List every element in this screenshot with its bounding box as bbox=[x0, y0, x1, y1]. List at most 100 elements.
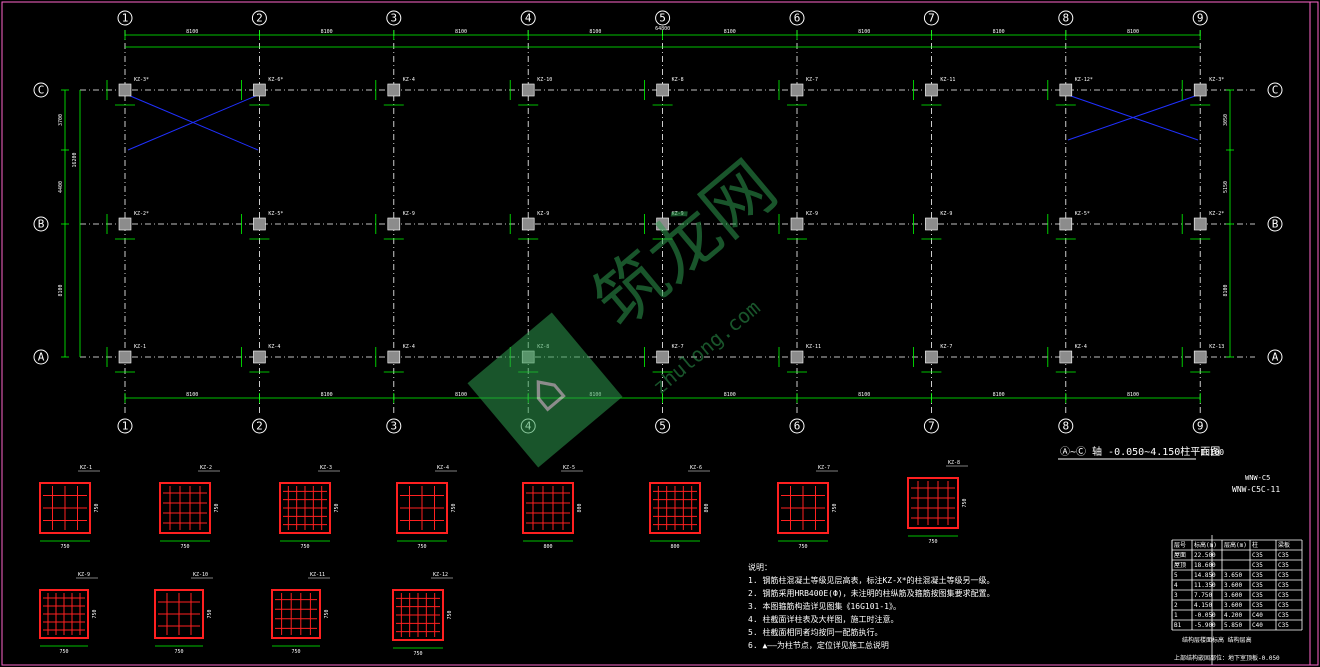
section-width: 750 bbox=[798, 544, 807, 550]
column-plan: 112233445566778899CCBBAA8100810081008100… bbox=[33, 10, 1283, 434]
column-label: KZ-13 bbox=[1209, 344, 1224, 350]
level-table-cell: -5.900 bbox=[1194, 622, 1216, 629]
note-4: 4. 柱截面详柱表及大样图，施工时注意。 bbox=[748, 614, 898, 624]
svg-text:1: 1 bbox=[122, 12, 129, 25]
column-A2[interactable]: KZ-4 bbox=[240, 344, 280, 373]
column-A6[interactable]: KZ-11 bbox=[778, 344, 821, 373]
svg-text:3: 3 bbox=[390, 12, 397, 25]
level-table-cell: C35 bbox=[1278, 562, 1289, 569]
column-label: KZ-7 bbox=[672, 344, 684, 350]
column-label: KZ-10 bbox=[537, 77, 552, 83]
axis-bubble-A-left: A bbox=[33, 349, 49, 365]
section-name: KZ-11 bbox=[310, 572, 325, 578]
dim-label: 8100 bbox=[993, 29, 1005, 35]
level-table-cell: 5 bbox=[1174, 572, 1178, 579]
column-block bbox=[253, 350, 266, 364]
column-A7[interactable]: KZ-7 bbox=[913, 344, 952, 373]
svg-text:8: 8 bbox=[1062, 12, 1069, 25]
bracing-line bbox=[127, 94, 259, 151]
column-C8[interactable]: KZ-12* bbox=[1047, 77, 1093, 106]
axis-bubble-1-top: 1 bbox=[117, 10, 133, 26]
level-table-cell: C35 bbox=[1252, 602, 1263, 609]
column-block bbox=[925, 350, 938, 364]
level-table-cell: 7.750 bbox=[1194, 592, 1212, 599]
axis-bubble-5-bottom: 5 bbox=[655, 418, 671, 434]
column-B9[interactable]: KZ-2* bbox=[1181, 211, 1224, 240]
column-C9[interactable]: KZ-3* bbox=[1181, 77, 1224, 106]
section-name: KZ-9 bbox=[78, 572, 90, 578]
column-block bbox=[656, 217, 669, 231]
column-block bbox=[1193, 217, 1207, 231]
dim-label: 8100 bbox=[724, 29, 736, 35]
level-table-cell: 1 bbox=[1174, 612, 1178, 619]
level-table-cell: B1 bbox=[1174, 622, 1182, 629]
column-C4[interactable]: KZ-10 bbox=[509, 77, 552, 106]
column-A3[interactable]: KZ-4 bbox=[375, 344, 415, 373]
svg-text:A: A bbox=[1272, 351, 1279, 364]
column-A9[interactable]: KZ-13 bbox=[1181, 344, 1224, 373]
column-C7[interactable]: KZ-11 bbox=[913, 77, 955, 106]
column-A5[interactable]: KZ-7 bbox=[644, 344, 684, 373]
section-height: 750 bbox=[94, 503, 100, 512]
section-name: KZ-3 bbox=[320, 465, 332, 471]
level-table-cell: 层高(m) bbox=[1224, 541, 1247, 549]
column-C6[interactable]: KZ-7 bbox=[778, 77, 818, 106]
column-C1[interactable]: KZ-3* bbox=[106, 77, 149, 106]
level-table-cell: C35 bbox=[1252, 552, 1263, 559]
axis-bubble-C-right: C bbox=[1267, 82, 1283, 98]
section-width: 750 bbox=[291, 649, 300, 655]
column-C2[interactable]: KZ-6* bbox=[240, 77, 283, 106]
dim-label: 8100 bbox=[58, 284, 64, 296]
column-B8[interactable]: KZ-5* bbox=[1047, 211, 1090, 240]
column-label: KZ-2* bbox=[134, 211, 149, 217]
section-height: 750 bbox=[324, 609, 330, 618]
column-C3[interactable]: KZ-4 bbox=[375, 77, 415, 106]
axis-bubble-6-bottom: 6 bbox=[789, 418, 805, 434]
section-kz-11[interactable]: 750 750 KZ-11 bbox=[271, 572, 330, 655]
column-B5[interactable]: KZ-9 bbox=[644, 211, 684, 240]
section-width: 750 bbox=[417, 544, 426, 550]
dim-label: 8100 bbox=[858, 392, 870, 398]
column-label: KZ-4 bbox=[403, 77, 415, 83]
axis-bubble-9-top: 9 bbox=[1192, 10, 1208, 26]
level-table-cell: 3.600 bbox=[1224, 582, 1242, 589]
column-sections: 750750KZ-1750750KZ-2750750KZ-3750750KZ-4… bbox=[39, 460, 968, 657]
section-name: KZ-4 bbox=[437, 465, 449, 471]
svg-text:1: 1 bbox=[122, 420, 129, 433]
column-label: KZ-5* bbox=[268, 211, 283, 217]
section-height: 750 bbox=[447, 610, 453, 619]
section-name: KZ-2 bbox=[200, 465, 212, 471]
column-B4[interactable]: KZ-9 bbox=[509, 211, 549, 240]
column-C5[interactable]: KZ-8 bbox=[644, 77, 684, 106]
level-table-cell: C35 bbox=[1278, 572, 1289, 579]
column-B1[interactable]: KZ-2* bbox=[106, 211, 149, 240]
column-B7[interactable]: KZ-9 bbox=[913, 211, 952, 240]
column-A8[interactable]: KZ-4 bbox=[1047, 344, 1087, 373]
column-label: KZ-4 bbox=[1075, 344, 1087, 350]
column-B2[interactable]: KZ-5* bbox=[240, 211, 283, 240]
dim-label: 8100 bbox=[321, 392, 333, 398]
level-table-cell: C35 bbox=[1278, 612, 1289, 619]
dim-label: 8100 bbox=[186, 392, 198, 398]
dim-label: 8100 bbox=[858, 29, 870, 35]
level-table-cell: 18.600 bbox=[1194, 562, 1216, 569]
column-label: KZ-6* bbox=[268, 77, 283, 83]
column-A1[interactable]: KZ-1 bbox=[106, 344, 146, 373]
column-B6[interactable]: KZ-9 bbox=[778, 211, 818, 240]
level-table-cell: 3.600 bbox=[1224, 592, 1242, 599]
column-B3[interactable]: KZ-9 bbox=[375, 211, 415, 240]
design-notes: 说明： 1. 钢筋柱混凝土等级见层高表，标注KZ-X*的柱混凝土等级另一级。 2… bbox=[748, 562, 995, 650]
